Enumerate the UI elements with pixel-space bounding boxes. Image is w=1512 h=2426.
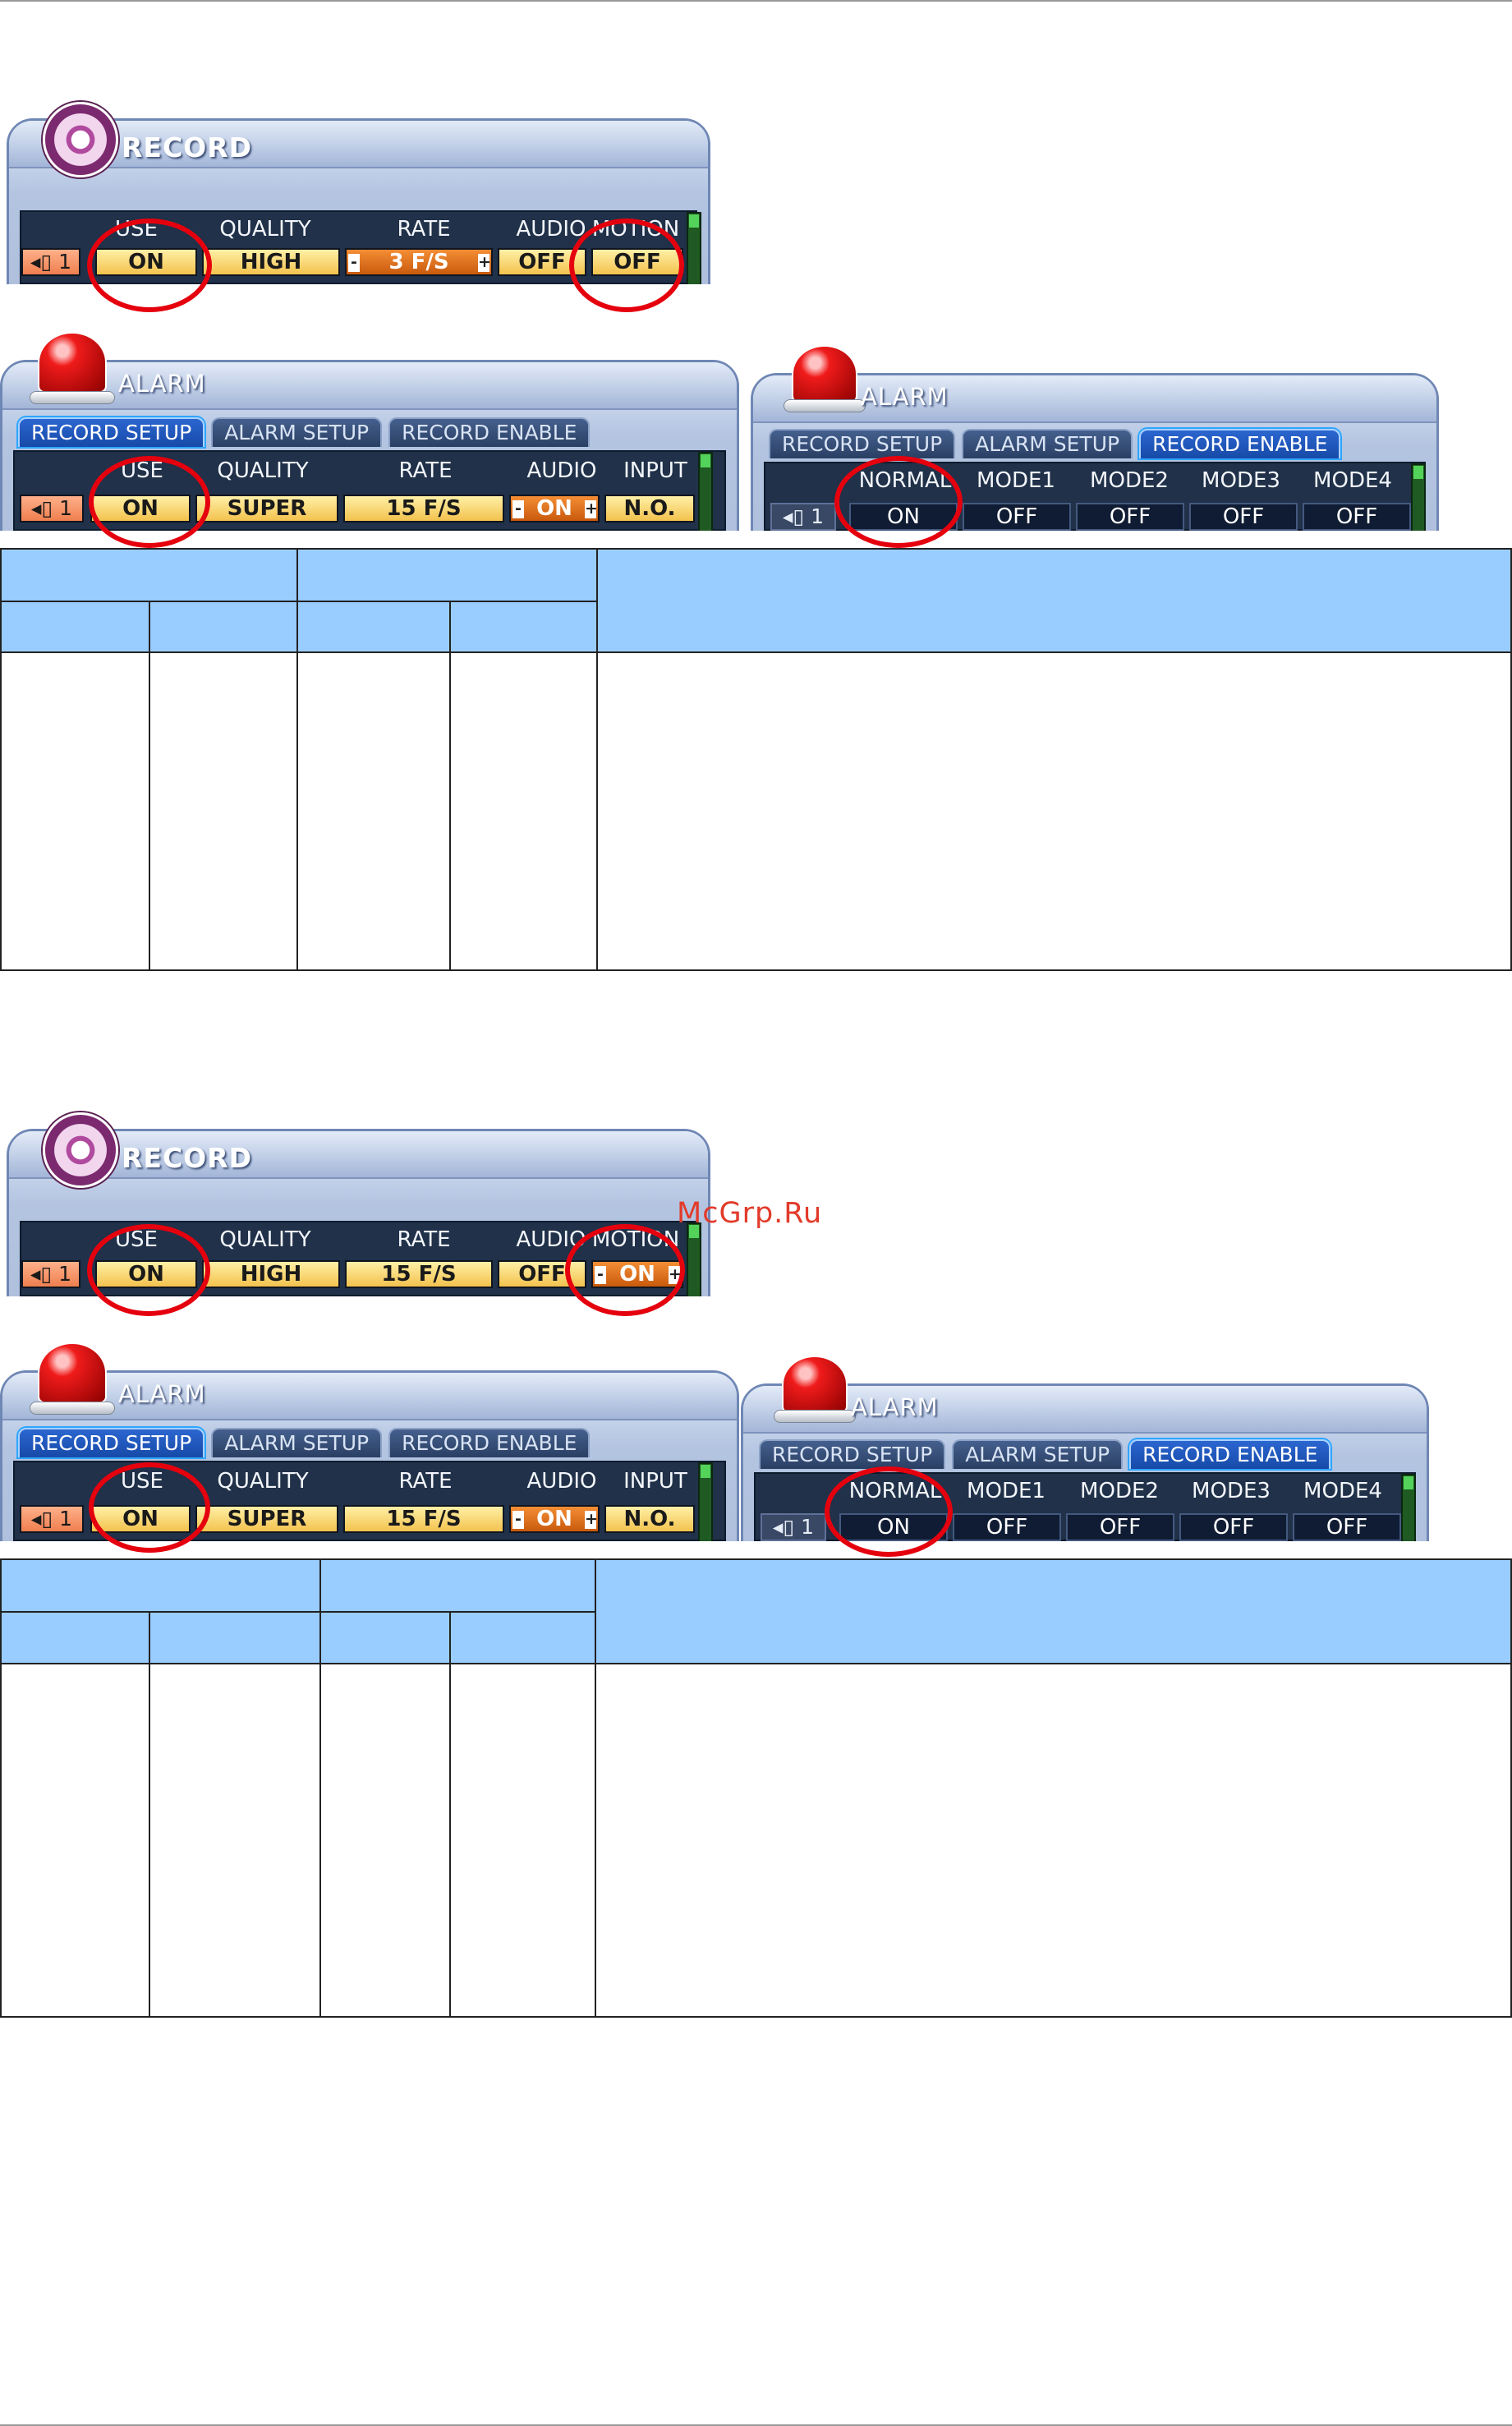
scrollbar[interactable] [687, 212, 701, 284]
mode3-value[interactable]: OFF [1179, 1513, 1288, 1541]
alarm-siren-icon [792, 345, 857, 403]
highlight-circle [89, 456, 210, 548]
col-audio: AUDIO [526, 458, 597, 483]
scrollbar[interactable] [698, 452, 713, 531]
mode3-value[interactable]: OFF [1189, 503, 1298, 531]
col-mode2: MODE2 [1080, 1479, 1159, 1503]
mode1-value[interactable]: OFF [953, 1513, 1061, 1541]
tab-record-enable[interactable]: RECORD ENABLE [388, 417, 591, 447]
rate-value[interactable]: 15 F/S [343, 1505, 504, 1533]
tab-alarm-setup[interactable]: ALARM SETUP [962, 429, 1133, 458]
siren-base-icon [30, 391, 115, 404]
alarm-siren-icon [782, 1356, 848, 1413]
alarm-siren-icon [38, 1342, 107, 1403]
record-disc-icon [43, 1112, 118, 1188]
col-mode2: MODE2 [1090, 468, 1169, 493]
col-rate: RATE [398, 458, 453, 483]
col-mode3: MODE3 [1202, 468, 1280, 493]
col-audio: AUDIO [516, 217, 586, 242]
tab-alarm-setup[interactable]: ALARM SETUP [952, 1439, 1124, 1469]
channel-cell[interactable]: ◂▯ 1 [20, 1505, 84, 1533]
quality-value[interactable]: SUPER [195, 495, 338, 522]
highlight-circle [87, 219, 212, 312]
col-input: INPUT [623, 458, 687, 483]
tab-record-setup[interactable]: RECORD SETUP [18, 1428, 205, 1457]
col-rate: RATE [397, 1227, 451, 1252]
channel-cell[interactable]: ◂▯ 1 [21, 1260, 80, 1288]
rate-value[interactable]: 15 F/S [343, 495, 504, 522]
highlight-circle [87, 1224, 210, 1316]
col-quality: QUALITY [217, 458, 309, 483]
highlight-circle [89, 1462, 210, 1553]
col-mode1: MODE1 [967, 1479, 1046, 1503]
mode4-value[interactable]: OFF [1303, 503, 1411, 531]
panel-title: ALARM [861, 383, 949, 411]
col-mode1: MODE1 [977, 468, 1055, 493]
quality-value[interactable]: SUPER [195, 1505, 338, 1533]
tab-bar: RECORD SETUP ALARM SETUP RECORD ENABLE [18, 417, 591, 447]
panel-title: ALARM [118, 370, 206, 398]
tab-record-enable[interactable]: RECORD ENABLE [388, 1428, 591, 1457]
channel-cell[interactable]: ◂▯ 1 [770, 503, 836, 531]
col-mode4: MODE4 [1313, 468, 1392, 493]
settings-table [0, 548, 1512, 971]
alarm-siren-icon [38, 332, 107, 393]
scrollbar[interactable] [1411, 463, 1426, 531]
highlight-circle [825, 1466, 953, 1557]
panel-title: RECORD [122, 131, 253, 163]
tab-bar: RECORD SETUP ALARM SETUP RECORD ENABLE [769, 429, 1341, 458]
tab-alarm-setup[interactable]: ALARM SETUP [211, 417, 383, 447]
siren-base-icon [784, 399, 866, 412]
bottom-rule [0, 2424, 1512, 2426]
col-quality: QUALITY [219, 217, 311, 242]
input-value[interactable]: N.O. [604, 1505, 695, 1533]
tab-record-setup[interactable]: RECORD SETUP [769, 429, 956, 458]
rate-value[interactable]: 15 F/S [345, 1260, 493, 1288]
tab-bar: RECORD SETUP ALARM SETUP RECORD ENABLE [18, 1428, 591, 1457]
scrollbar[interactable] [687, 1222, 701, 1296]
quality-value[interactable]: HIGH [202, 248, 340, 276]
scrollbar[interactable] [1401, 1474, 1416, 1541]
channel-cell[interactable]: ◂▯ 1 [20, 495, 84, 522]
col-quality: QUALITY [219, 1227, 311, 1252]
record-disc-icon [43, 102, 118, 177]
panel-title: ALARM [118, 1380, 206, 1408]
audio-value[interactable]: -ON+ [509, 1505, 600, 1533]
tab-record-enable[interactable]: RECORD ENABLE [1139, 429, 1341, 458]
scrollbar[interactable] [698, 1462, 713, 1541]
panel-title: ALARM [851, 1393, 939, 1421]
highlight-circle [834, 456, 963, 548]
quality-value[interactable]: HIGH [202, 1260, 340, 1288]
col-audio: AUDIO [526, 1469, 597, 1494]
col-input: INPUT [623, 1469, 687, 1494]
audio-value[interactable]: -ON+ [509, 495, 600, 522]
rate-value[interactable]: -3 F/S+ [345, 248, 493, 276]
highlight-circle [569, 219, 684, 312]
col-quality: QUALITY [217, 1469, 309, 1494]
col-mode4: MODE4 [1303, 1479, 1382, 1503]
siren-base-icon [774, 1410, 856, 1423]
settings-table [0, 1558, 1512, 2018]
highlight-circle [565, 1224, 685, 1316]
tab-record-setup[interactable]: RECORD SETUP [18, 417, 205, 447]
tab-bar: RECORD SETUP ALARM SETUP RECORD ENABLE [759, 1439, 1331, 1469]
siren-base-icon [30, 1402, 115, 1415]
col-mode3: MODE3 [1192, 1479, 1271, 1503]
tab-record-setup[interactable]: RECORD SETUP [759, 1439, 946, 1469]
tab-alarm-setup[interactable]: ALARM SETUP [211, 1428, 383, 1457]
tab-record-enable[interactable]: RECORD ENABLE [1129, 1439, 1331, 1469]
channel-cell[interactable]: ◂▯ 1 [761, 1513, 826, 1541]
col-rate: RATE [398, 1469, 453, 1494]
mode2-value[interactable]: OFF [1076, 503, 1184, 531]
mode4-value[interactable]: OFF [1293, 1513, 1401, 1541]
top-rule [0, 0, 1512, 2]
mode1-value[interactable]: OFF [963, 503, 1071, 531]
channel-cell[interactable]: ◂▯ 1 [21, 248, 80, 276]
panel-title: RECORD [122, 1142, 253, 1174]
mode2-value[interactable]: OFF [1066, 1513, 1174, 1541]
watermark-text: McGrp.Ru [677, 1197, 823, 1230]
col-rate: RATE [397, 217, 451, 242]
input-value[interactable]: N.O. [604, 495, 695, 522]
